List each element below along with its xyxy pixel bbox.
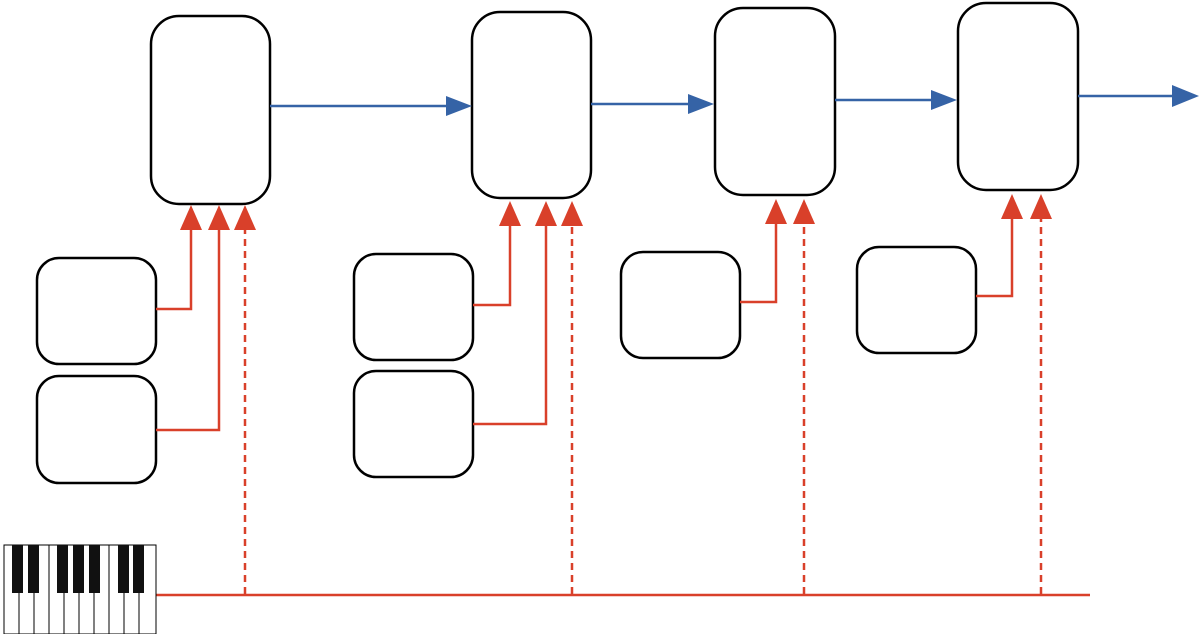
flow-arrowhead-1 bbox=[446, 96, 472, 116]
stage-box-4 bbox=[956, 1, 1080, 192]
keyboard-bus bbox=[156, 194, 1090, 597]
piano-keyboard-icon bbox=[3, 544, 157, 634]
input-connector-2b bbox=[473, 222, 548, 426]
flow-arrowhead-2 bbox=[688, 94, 714, 114]
input-arrowhead-1a bbox=[180, 205, 202, 230]
stage-box-3 bbox=[713, 6, 837, 197]
input-connector-4a bbox=[976, 215, 1014, 298]
flow-arrows bbox=[270, 85, 1199, 116]
input-box-2b bbox=[352, 369, 475, 479]
flow-arrowhead-3 bbox=[931, 90, 957, 110]
input-arrowhead-4a bbox=[1001, 194, 1023, 219]
input-connector-3a bbox=[740, 220, 778, 304]
input-box-1b bbox=[35, 374, 158, 485]
flow-arrowhead-4 bbox=[1172, 85, 1199, 107]
input-box-3a bbox=[619, 250, 742, 360]
keyboard-arrowhead-3 bbox=[793, 199, 815, 224]
keyboard-arrowhead-2 bbox=[561, 201, 583, 226]
input-arrowhead-2b bbox=[535, 201, 557, 226]
input-arrowhead-2a bbox=[499, 201, 521, 226]
input-boxes bbox=[35, 245, 978, 485]
input-connector-1b bbox=[156, 226, 221, 432]
input-arrowhead-3a bbox=[765, 199, 787, 224]
input-box-4a bbox=[855, 245, 978, 355]
keyboard-arrowhead-4 bbox=[1030, 194, 1052, 219]
input-connectors bbox=[156, 194, 1023, 432]
keyboard-arrowhead-1 bbox=[234, 205, 256, 230]
stage-box-1 bbox=[149, 14, 272, 206]
input-connector-2a bbox=[473, 222, 512, 307]
input-box-2a bbox=[352, 252, 475, 362]
stage-box-2 bbox=[470, 10, 593, 200]
input-box-1a bbox=[35, 256, 158, 366]
input-arrowhead-1b bbox=[208, 205, 230, 230]
input-connector-1a bbox=[156, 226, 193, 311]
